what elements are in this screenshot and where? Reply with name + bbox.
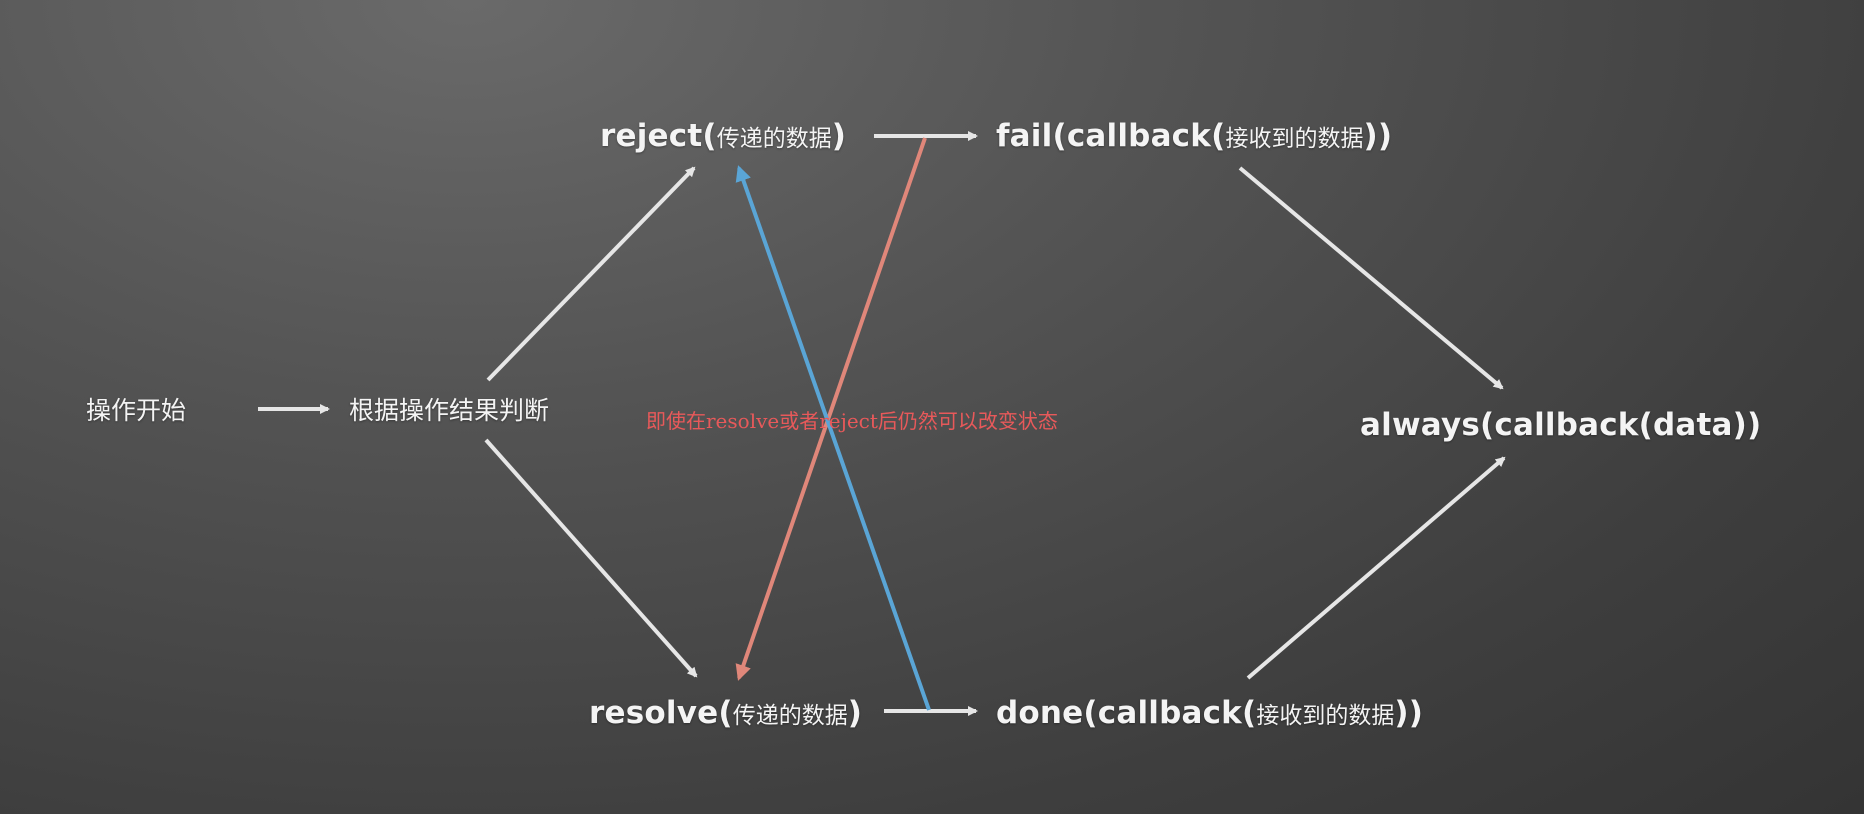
node-start: 操作开始 [86,398,186,423]
annotation-text: 即使在resolve或者reject后仍然可以改变状态 [646,409,1058,433]
annotation-note: 即使在resolve或者reject后仍然可以改变状态 [646,411,1058,431]
node-resolve-fn: resolve( [589,695,733,731]
arrow-done-to-always [1246,456,1506,680]
node-done-fn: done(callback( [996,695,1257,731]
node-always: always(callback(data)) [1360,410,1761,441]
node-fail: fail(callback(接收到的数据)) [996,121,1392,152]
node-always-label: always(callback(data)) [1360,407,1762,443]
node-judge-label: 根据操作结果判断 [349,396,550,425]
node-done: done(callback(接收到的数据)) [996,698,1423,729]
arrow-judge-to-resolve [484,438,698,678]
node-reject-arg: 传递的数据 [716,126,832,152]
node-done-arg: 接收到的数据 [1256,703,1395,729]
node-fail-arg: 接收到的数据 [1225,126,1364,152]
node-done-close: )) [1394,695,1424,731]
node-fail-close: )) [1363,118,1393,154]
arrow-judge-to-reject [486,166,696,382]
node-resolve-close: ) [847,695,863,731]
node-judge: 根据操作结果判断 [349,398,549,423]
node-fail-fn: fail(callback( [996,118,1226,154]
node-start-label: 操作开始 [86,396,187,425]
node-resolve: resolve(传递的数据) [589,698,862,729]
node-reject: reject(传递的数据) [600,121,846,152]
node-resolve-arg: 传递的数据 [732,703,848,729]
arrow-red-fail-to-resolve [735,137,927,681]
arrow-fail-to-always [1238,166,1504,390]
node-reject-fn: reject( [600,118,717,154]
node-reject-close: ) [831,118,847,154]
arrow-blue-done-to-reject [735,165,931,711]
